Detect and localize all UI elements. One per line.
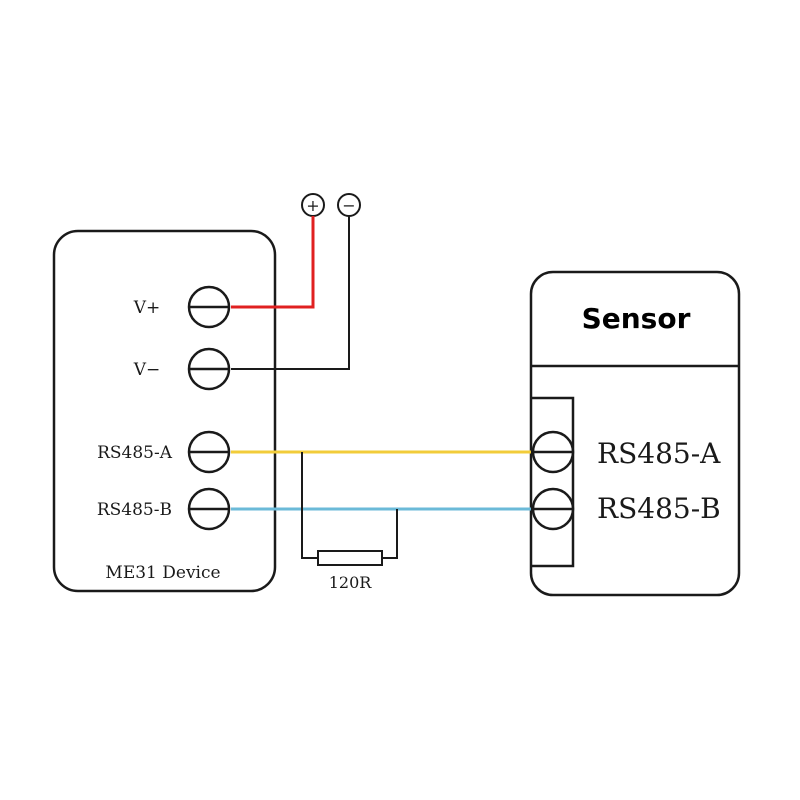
device-terminal-v-minus xyxy=(187,347,231,391)
sensor-box xyxy=(529,270,741,597)
device-terminal-v-plus xyxy=(187,285,231,329)
sensor-label-rs485-b: RS485-B xyxy=(597,492,721,525)
device-label-rs485-b: RS485-B xyxy=(97,500,172,520)
power-minus-symbol: − xyxy=(342,196,355,215)
resistor-label: 120R xyxy=(329,573,373,592)
device-label-v-minus: V− xyxy=(133,360,161,380)
device-name: ME31 Device xyxy=(105,563,220,583)
wire-v-minus xyxy=(231,216,350,370)
power-minus-terminal: − xyxy=(337,193,361,217)
power-plus-terminal: + xyxy=(301,193,325,217)
sensor-terminal-block xyxy=(531,396,575,568)
sensor-terminal-rs485-b xyxy=(531,487,575,531)
sensor-label-rs485-a: RS485-A xyxy=(597,437,721,470)
me31-device-box xyxy=(52,229,277,593)
device-label-rs485-a: RS485-A xyxy=(97,443,173,463)
device-terminal-rs485-a xyxy=(187,430,231,474)
termination-resistor: 120R xyxy=(301,452,398,592)
sensor-title: Sensor xyxy=(582,302,691,335)
wire-v-plus xyxy=(231,216,315,309)
device-label-v-plus: V+ xyxy=(133,298,161,318)
resistor-body xyxy=(317,550,383,566)
device-terminal-rs485-b xyxy=(187,487,231,531)
sensor-terminal-rs485-a xyxy=(531,430,575,474)
power-plus-symbol: + xyxy=(306,196,319,215)
